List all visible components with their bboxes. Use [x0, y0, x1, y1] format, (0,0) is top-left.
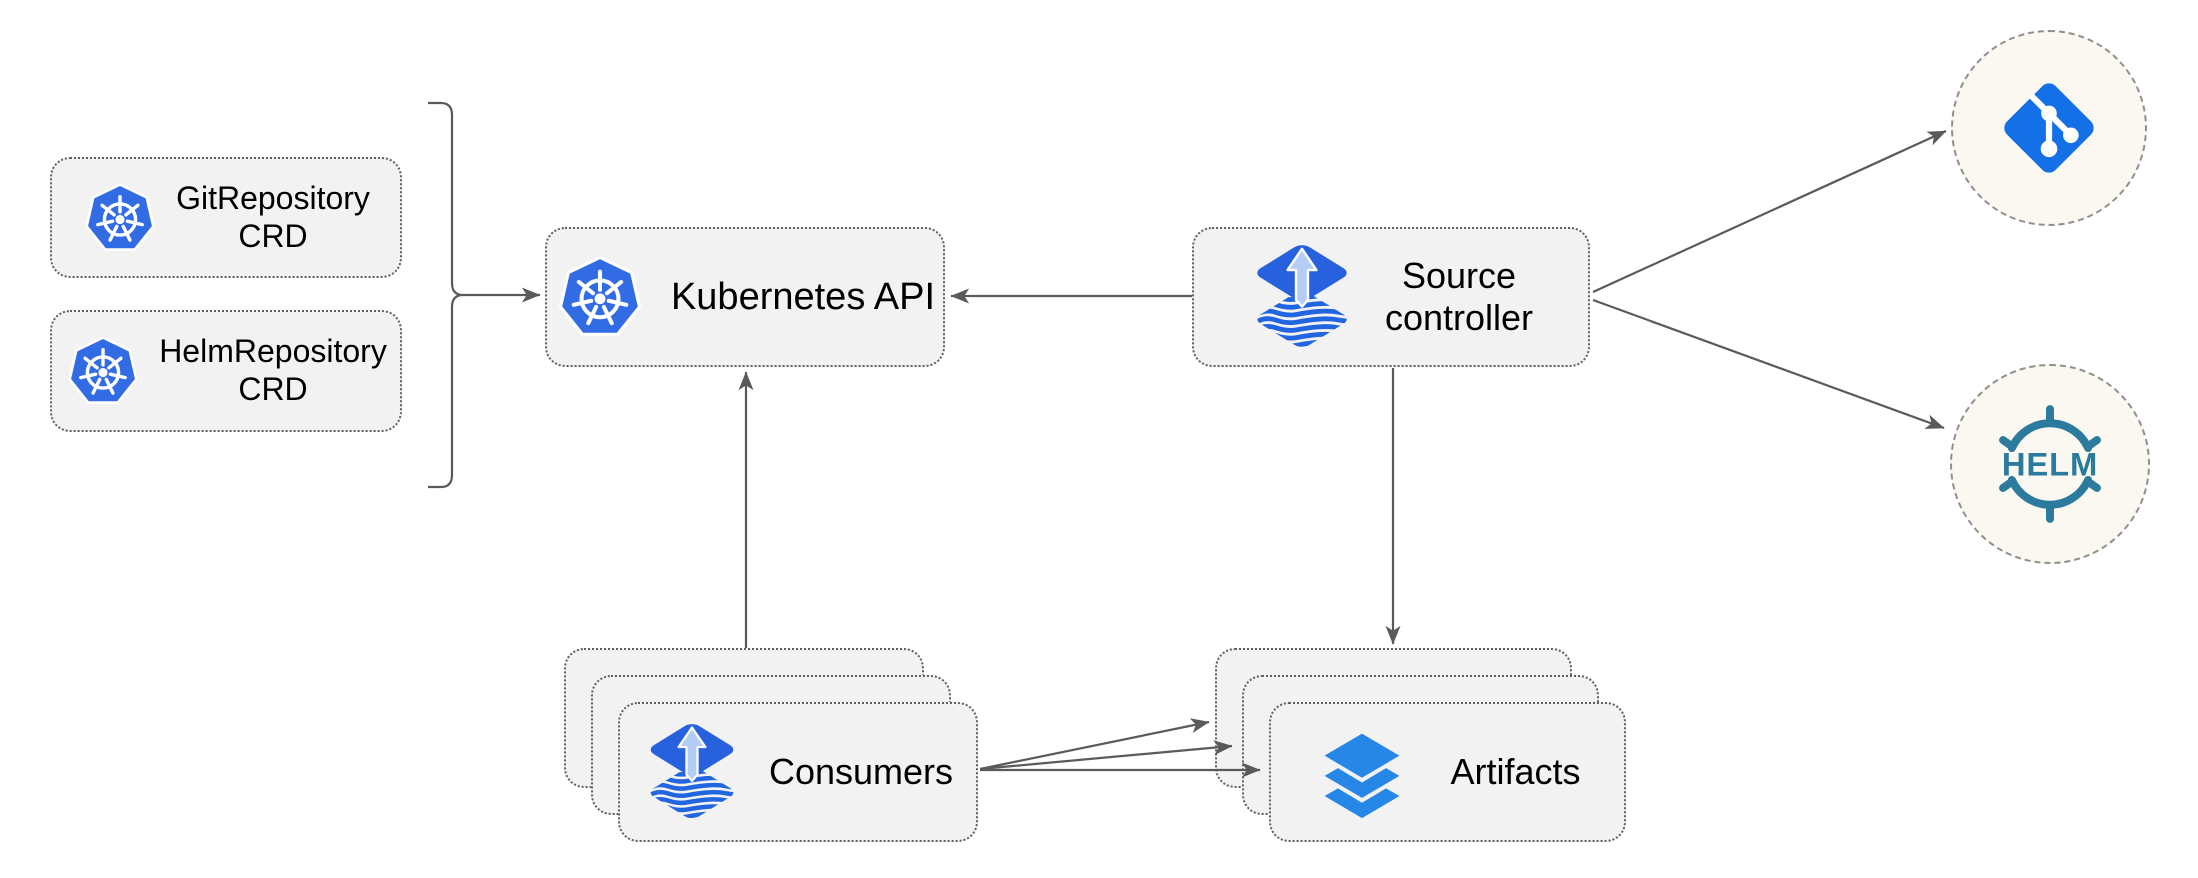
node-kubernetes-api: Kubernetes API: [545, 227, 945, 367]
gitrepository-crd-label: GitRepository CRD: [176, 180, 370, 256]
flux-icon: [643, 719, 741, 825]
label-line: GitRepository: [176, 179, 370, 216]
source-controller-label: Source controller: [1385, 255, 1533, 340]
label-line: HelmRepository: [159, 333, 387, 370]
node-artifacts: Artifacts: [1269, 702, 1626, 842]
edge-consumers-to-artifacts-1: [979, 718, 1210, 771]
node-helmrepository-crd: HelmRepository CRD: [50, 310, 402, 432]
edge-source-controller-to-helm: [1592, 298, 1945, 430]
kubernetes-icon: [65, 333, 141, 409]
crd-brace: [428, 101, 465, 489]
kubernetes-icon: [555, 252, 645, 342]
artifacts-label: Artifacts: [1450, 750, 1581, 792]
node-helm-endpoint: HELM: [1950, 364, 2150, 564]
consumers-label: Consumers: [768, 750, 954, 792]
git-icon: [2004, 83, 2094, 173]
flux-icon: [1249, 240, 1355, 354]
node-consumers: Consumers: [618, 702, 978, 842]
node-source-controller: Source controller: [1192, 227, 1590, 367]
label-line: Source: [1401, 254, 1517, 296]
kubernetes-icon: [82, 180, 158, 256]
node-git-endpoint: [1951, 30, 2147, 226]
kubernetes-api-label: Kubernetes API: [670, 275, 936, 318]
edge-consumers-to-artifacts-2: [979, 740, 1233, 771]
node-gitrepository-crd: GitRepository CRD: [50, 157, 402, 278]
label-line: CRD: [238, 217, 308, 254]
label-line: CRD: [238, 371, 308, 407]
helm-icon: HELM: [1999, 405, 2101, 523]
edge-source-controller-to-git: [1592, 129, 1947, 294]
helmrepository-crd-label: HelmRepository CRD: [159, 333, 387, 409]
label-line: controller: [1384, 297, 1534, 338]
helm-logo-text: HELM: [2002, 446, 2098, 483]
layers-icon: [1314, 724, 1410, 820]
